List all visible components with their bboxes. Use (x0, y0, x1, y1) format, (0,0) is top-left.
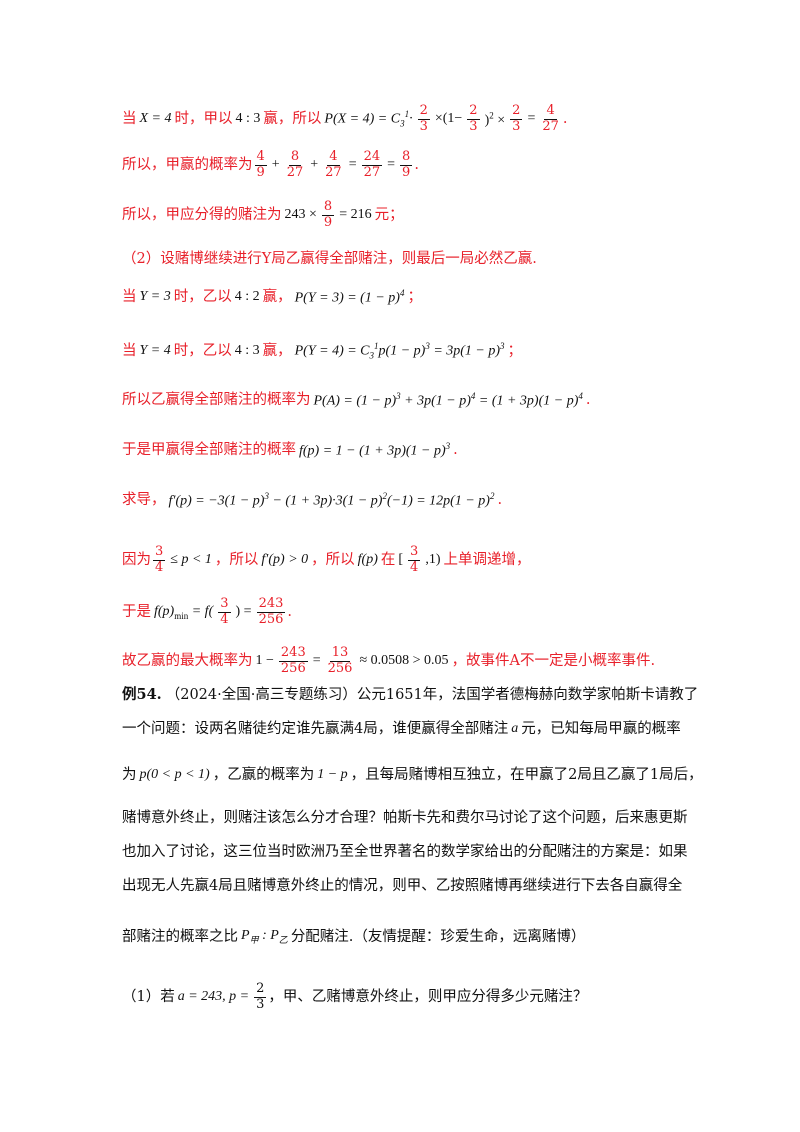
text: ； (407, 289, 422, 306)
text: （1）若 (122, 989, 175, 1006)
text: 当 (122, 289, 137, 306)
text: . (585, 392, 591, 409)
math: 4 : 3 (235, 111, 261, 127)
example-line-7: 部赌注的概率之比 P甲 : P乙 分配赌注.（友情提醒：珍爱生命，远离赌博） (122, 928, 586, 945)
text: 故乙赢的最大概率为 (122, 653, 253, 670)
solution-line-8: 于是甲赢得全部赌注的概率 f(p) = 1 − (1 + 3p)(1 − p)3… (122, 441, 458, 459)
text: ； (507, 342, 523, 359)
text: 赢，所以 (263, 111, 322, 128)
math: ×(1− (434, 111, 463, 127)
solution-line-7: 所以乙赢得全部赌注的概率为 P(A) = (1 − p)3 + 3p(1 − p… (122, 391, 591, 409)
text: 元； (374, 207, 404, 224)
text: . (497, 492, 503, 509)
text: 元，已知每局甲赢的概率 (521, 721, 681, 737)
text: . (287, 604, 293, 621)
example-line-4: 赌博意外终止，则赌注该怎么分才合理？帕斯卡先和费尔马讨论了这个问题，后来惠更斯 (122, 811, 688, 826)
text: 也加入了讨论，这三位当时欧洲乃至全世界著名的数学家给出的分配赌注的方案是：如果 (122, 844, 688, 860)
text: 公元1651年，法国学者德梅赫向数学家帕斯卡请教了 (356, 687, 699, 703)
text: ，所以 (214, 552, 259, 569)
math: = (527, 111, 536, 127)
text: （2）设赌博继续进行Y局乙赢得全部赌注，则最后一局必然乙赢. (122, 251, 537, 267)
solution-line-6: 当 Y = 4 时，乙以 4 : 3 赢， P(Y = 4) = C31p(1 … (122, 341, 523, 361)
example-line-5: 也加入了讨论，这三位当时欧洲乃至全世界著名的数学家给出的分配赌注的方案是：如果 (122, 845, 688, 860)
text: ，甲、乙赌博意外终止，则甲应分得多少元赌注？ (268, 989, 588, 1006)
text: 上单调递增， (443, 552, 531, 569)
text: 部赌注的概率之比 (122, 928, 238, 945)
text: 出现无人先赢4局且赌博意外终止的情况，则甲、乙按照赌博再继续进行下去各自赢得全 (122, 878, 683, 894)
text: ，所以 (311, 552, 355, 569)
example-line-1: 例54. （2024·全国·高三专题练习） 公元1651年，法国学者德梅赫向数学… (122, 686, 699, 703)
text: 于是甲赢得全部赌注的概率 (122, 442, 296, 459)
example-line-3: 为 p(0 < p < 1) ，乙赢的概率为 1 − p ，且每局赌博相互独立，… (122, 767, 703, 783)
example-source: （2024·全国·高三专题练习） (165, 687, 357, 703)
solution-line-9: 求导， f′(p) = −3(1 − p)3 − (1 + 3p)·3(1 − … (122, 491, 503, 509)
text: 所以乙赢得全部赌注的概率为 (122, 392, 311, 409)
text: 当 (122, 342, 137, 359)
example-line-6: 出现无人先赢4局且赌博意外终止的情况，则甲、乙按照赌博再继续进行下去各自赢得全 (122, 879, 682, 894)
text: 时，乙以 (173, 342, 232, 359)
text: ，乙赢的概率为 (212, 767, 315, 783)
solution-line-4: （2）设赌博继续进行Y局乙赢得全部赌注，则最后一局必然乙赢. (122, 252, 537, 267)
text: 赌博意外终止，则赌注该怎么分才合理？帕斯卡先和费尔马讨论了这个问题，后来惠更斯 (122, 810, 688, 826)
text: 赢， (262, 342, 292, 359)
text: . (414, 157, 419, 174)
text: 当 (122, 111, 137, 128)
solution-line-1: 当 X = 4 时，甲以 4 : 3 赢，所以 P(X = 4) = C31· … (122, 103, 568, 135)
math: X = 4 (139, 111, 172, 127)
text: 在 (380, 552, 396, 569)
text: ，且每局赌博相互独立，在甲赢了2局且乙赢了1局后， (350, 767, 703, 783)
example-label: 例54. (122, 686, 162, 703)
math: P(X = 4) = C31· (324, 109, 413, 129)
text: 分配赌注.（友情提醒：珍爱生命，远离赌博） (290, 928, 586, 945)
text: ，故事件A不一定是小概率事件. (451, 653, 656, 670)
text: 一个问题：设两名赌徒约定谁先赢满4局，谁便赢得全部赌注 (122, 721, 509, 737)
example-line-2: 一个问题：设两名赌徒约定谁先赢满4局，谁便赢得全部赌注 a 元，已知每局甲赢的概… (122, 721, 681, 737)
text: 所以，甲应分得的赌注为 (122, 207, 282, 224)
text: 于是 (122, 604, 151, 621)
text: 时，乙以 (173, 289, 232, 306)
text: 因为 (122, 552, 151, 569)
text: 所以，甲赢的概率为 (122, 157, 253, 174)
text: . (453, 442, 458, 459)
math: )2 × (484, 110, 506, 128)
text: . (562, 111, 568, 128)
text: 为 (122, 767, 137, 783)
text: 求导， (122, 492, 166, 509)
text: 赢， (262, 289, 292, 306)
solution-line-5: 当 Y = 3 时，乙以 4 : 2 赢， P(Y = 3) = (1 − p)… (122, 288, 422, 306)
text: 时，甲以 (174, 111, 233, 128)
